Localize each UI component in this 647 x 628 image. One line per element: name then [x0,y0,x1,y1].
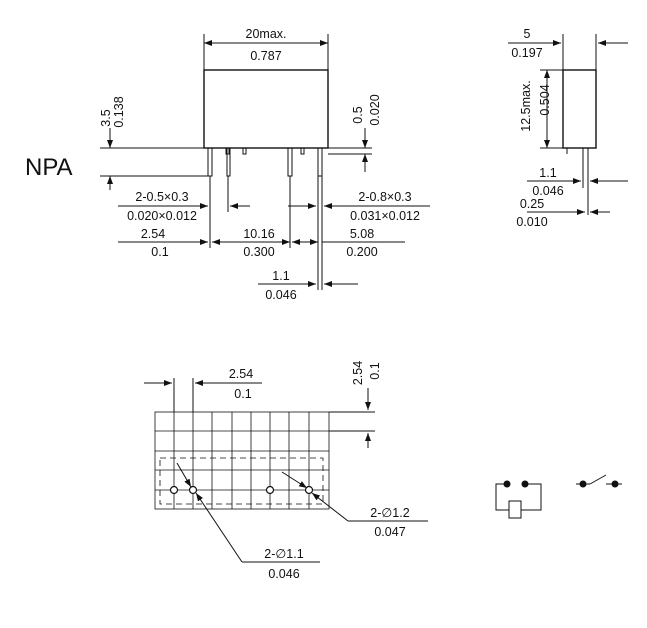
pin-width-mm: 1.1 [272,269,289,283]
pin-length-mm: 3.5 [99,109,113,126]
pin-stub-3 [300,147,305,155]
pin-width-in: 0.046 [265,288,296,302]
coil-symbol [495,480,542,519]
side-view: 5 0.197 12.5max. 0.504 1.1 0.046 0.25 0.… [508,27,628,229]
contact-symbol [576,474,622,488]
front-view: NPA 20max. 0.787 3.5 0.138 0.5 0.020 [25,27,430,302]
standoff-mm: 0.5 [351,106,365,123]
hole-2 [188,485,198,495]
relay-body-front [203,69,329,149]
pitch-b-mm: 10.16 [243,227,274,241]
side-width-mm: 5 [524,27,531,41]
pitch-b-in: 0.300 [243,245,274,259]
pcb-grid-horizontals [155,430,329,491]
relay-body-side [562,69,597,149]
standoff-in: 0.020 [368,94,382,125]
pitch-a-in: 0.1 [151,245,168,259]
grid-x-mm: 2.54 [229,367,253,381]
pin-1 [207,147,213,177]
pcb-layout: 2.54 0.1 2.54 0.1 2-∅1.2 0.047 2-∅1.1 0.… [144,361,428,581]
side-pin-thick-mm: 0.25 [520,197,544,211]
relay-footprint-outline [159,457,324,505]
front-width-mm: 20max. [246,27,287,41]
model-label: NPA [25,154,73,181]
pcb-grid [154,411,330,510]
hole-4 [304,485,314,495]
side-height-in: 0.504 [538,84,552,115]
large-pin-mm: 2-0.8×0.3 [358,190,411,204]
side-width-in: 0.197 [511,46,542,60]
grid-y-mm: 2.54 [351,361,365,385]
side-pin-thick-in: 0.010 [516,215,547,229]
hole-1 [169,485,179,495]
pitch-a-mm: 2.54 [141,227,165,241]
pcb-grid-verticals [173,412,310,509]
grid-y-in: 0.1 [368,362,382,379]
pin-stub-2 [242,147,247,155]
hole-large-in: 0.047 [374,525,405,539]
hole-large-mm: 2-∅1.2 [370,506,409,520]
pin-3 [287,147,293,177]
grid-x-in: 0.1 [234,387,251,401]
small-pin-mm: 2-0.5×0.3 [135,190,188,204]
side-height-mm: 12.5max. [519,80,533,131]
pin-length-in: 0.138 [112,96,126,127]
pin-4 [317,147,323,177]
front-width-in: 0.787 [250,49,281,63]
hole-3 [265,485,275,495]
pitch-c-mm: 5.08 [350,227,374,241]
hole-small-in: 0.046 [268,567,299,581]
large-pin-in: 0.031×0.012 [350,209,420,223]
small-pin-in: 0.020×0.012 [127,209,197,223]
coil-box [508,500,522,519]
side-pin-width-mm: 1.1 [539,166,556,180]
side-pin-width-in: 0.046 [532,184,563,198]
pitch-c-in: 0.200 [346,245,377,259]
hole-small-mm: 2-∅1.1 [264,547,303,561]
